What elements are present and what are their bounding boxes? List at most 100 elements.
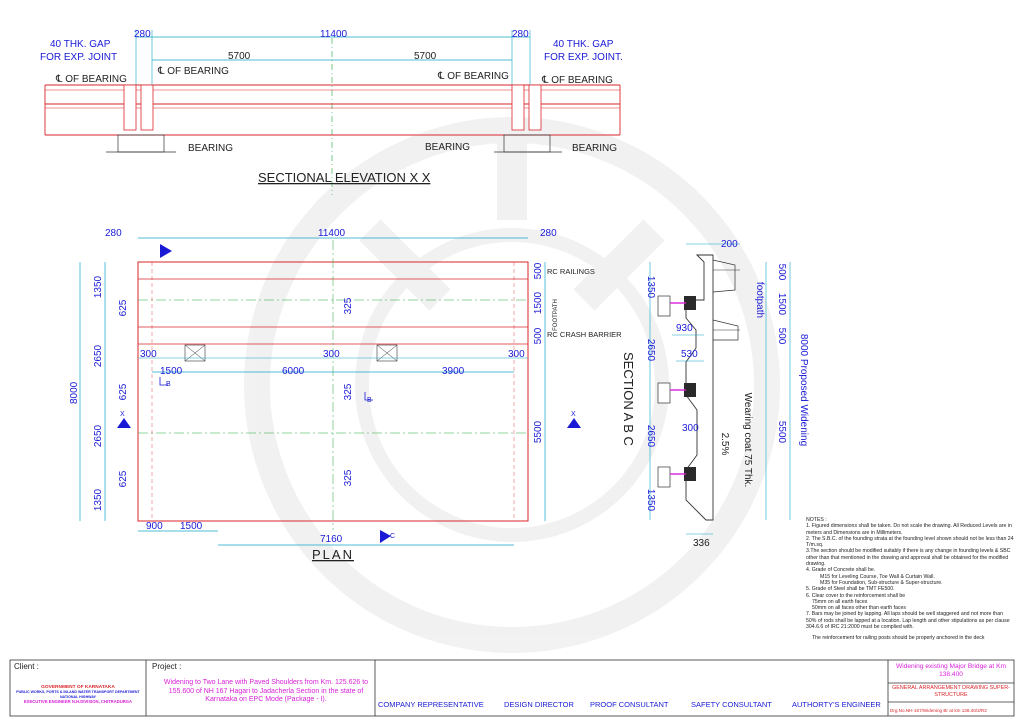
nh-line: NATIONAL HIGHWAY [60,695,97,699]
marker-x-left: X [120,411,125,418]
section-left-dim-4: 1350 [645,489,656,512]
plan-view: 280 11400 280 8000 1350 625 2650 625 265… [69,228,622,562]
plan-dim-300-mid: 300 [323,349,340,360]
section-wearing-coat: Wearing coat 75 Thk. [742,393,753,488]
plan-dim-right: 280 [540,228,557,239]
plan-dim-3900: 3900 [442,366,465,377]
section-marker-x-left [117,418,131,428]
plan-bottom-1500: 1500 [180,521,203,532]
marker-c: C [390,533,395,540]
plan-left-dim-6: 625 [118,470,129,487]
plan-total-height: 8000 [69,381,80,404]
dept-line: PUBLIC WORKS, PORTS & INLAND WATER TRANS… [16,690,140,694]
section-dim-530: 530 [681,349,698,360]
gap-label-left: 40 THK. GAP [50,39,111,50]
bearing-label-1: BEARING [188,143,233,154]
rc-crash-barrier-label: RC CRASH BARRIER [547,330,622,339]
plan-dim-1500: 1500 [160,366,183,377]
cl-bearing-1: ℄ OF BEARING [55,74,127,85]
note-8: The reinforcement for railing posts shou… [812,635,985,642]
note-6a: 75mm on all earth faces [812,598,868,605]
footpath-label: FOOTPATH [553,299,559,331]
note-6b: 50mm on all faces other than earth faces [812,605,907,612]
safety-consultant: SAFETY CONSULTANT [691,700,772,709]
elevation-title: SECTIONAL ELEVATION X X [258,170,431,185]
section-dim-1500: 1500 [776,293,787,316]
note-4: 4. Grade of Concrete shall be. [806,567,876,574]
exec-line: EXECUTIVE ENGINEER N.H.DIVISION, CHITRAD… [24,699,132,704]
plan-title: PLAN [312,547,354,562]
plan-bottom-7160: 7160 [320,534,343,545]
section-footpath: footpath [754,282,765,318]
note-5: 5. Grade of Steel shall be TMT FE500. [806,586,895,593]
plan-left-dim-7: 1350 [93,488,104,511]
section-slope: 2.5% [719,433,730,456]
project-text: Widening to Two Lane with Paved Shoulder… [163,679,369,703]
design-director: DESIGN DIRECTOR [504,700,574,709]
plan-left-dim-3: 2650 [93,344,104,367]
sectional-elevation: 40 THK. GAP FOR EXP. JOINT 40 THK. GAP F… [40,29,623,195]
section-marker-x-right [567,418,581,428]
company-rep: COMPANY REPRESENTATIVE [378,700,484,709]
title-block [9,659,1015,717]
gap-label-right-sub: FOR EXP. JOINT. [544,52,623,63]
plan-left-dim-5: 2650 [93,424,104,447]
cl-bearing-2: ℄ OF BEARING [157,66,229,77]
authority-engineer: AUTHORTY'S ENGINEER [792,700,881,709]
section-dim-336: 336 [693,538,710,549]
plan-dim-6000: 6000 [282,366,305,377]
plan-left-dim-1: 1350 [93,275,104,298]
note-4a: M15 for Leveling Course, Toe Wall & Curt… [820,573,935,580]
section-dim-5500: 5500 [776,421,787,444]
note-7: 7. Bars may be joined by lapping. All la… [806,611,1010,631]
bearing-pedestal-left [117,134,165,153]
section-marker-a [160,244,172,258]
project-label: Project : [152,662,181,671]
gap-label-right: 40 THK. GAP [553,39,614,50]
span-left: 5700 [228,51,251,62]
bearing-label-2: BEARING [425,142,470,153]
section-proposed-widening: 8000 Proposed Widening [798,334,809,446]
gap-label-left-sub: FOR EXP. JOINT [40,52,117,63]
plan-dim-300-right: 300 [508,349,525,360]
proof-consultant: PROOF CONSULTANT [590,700,669,709]
marker-b-mid: B [367,397,372,404]
plan-right-500-bot: 500 [533,327,544,344]
section-title: SECTION A B C [621,352,636,446]
drawing-title-1: Widening existing Major Bridge at Km 138… [896,663,1006,678]
dim-top-mid: 11400 [320,29,348,40]
drawing-title-2: GENERAL ARRANGEMENT DRAWING SUPER-STRUCT… [892,685,1010,698]
section-left-dim-2: 2650 [645,339,656,362]
section-dim-200: 200 [721,239,738,250]
plan-dim-325-a: 325 [343,297,354,314]
span-right: 5700 [414,51,437,62]
plan-right-500-top: 500 [533,262,544,279]
plan-dim-325-c: 325 [343,469,354,486]
dim-top-right: 280 [512,29,529,40]
drawing-number: Drg.No.NH-167/Widening Br at km 138.40/2… [890,708,987,713]
cl-bearing-4: ℄ OF BEARING [541,75,613,86]
section-dim-500-top: 500 [776,264,787,281]
plan-dim-left: 280 [105,228,122,239]
section-dim-930: 930 [676,323,693,334]
dim-top-left: 280 [134,29,151,40]
plan-dim-300-left: 300 [140,349,157,360]
notes-heading: NOTES : [806,517,827,523]
bearing-label-3: BEARING [572,143,617,154]
plan-right-1500: 1500 [533,291,544,314]
cl-bearing-3: ℄ OF BEARING [437,71,509,82]
section-dim-500-bot: 500 [776,328,787,345]
section-abc: SECTION A B C 200 500 1500 footpath 500 … [621,239,809,549]
general-notes: NOTES : 1. Figured dimensions shall be t… [806,517,1014,642]
plan-dim-mid: 11400 [318,228,346,239]
plan-left-dim-2: 625 [118,299,129,316]
note-6: 6. Clear cover to the reinforcement shal… [806,592,906,599]
note-1: 1. Figured dimensions shall be taken. Do… [806,523,1012,536]
marker-x-right: X [571,411,576,418]
note-4b: M35 for Foundation, Sub-structure & Supe… [820,579,943,586]
section-dim-300: 300 [682,423,699,434]
section-marker-c [380,530,391,543]
note-2: 2. The S.B.C. of the founding strata at … [806,535,1014,549]
note-3: 3.The section should be modified suitabl… [806,548,1011,568]
